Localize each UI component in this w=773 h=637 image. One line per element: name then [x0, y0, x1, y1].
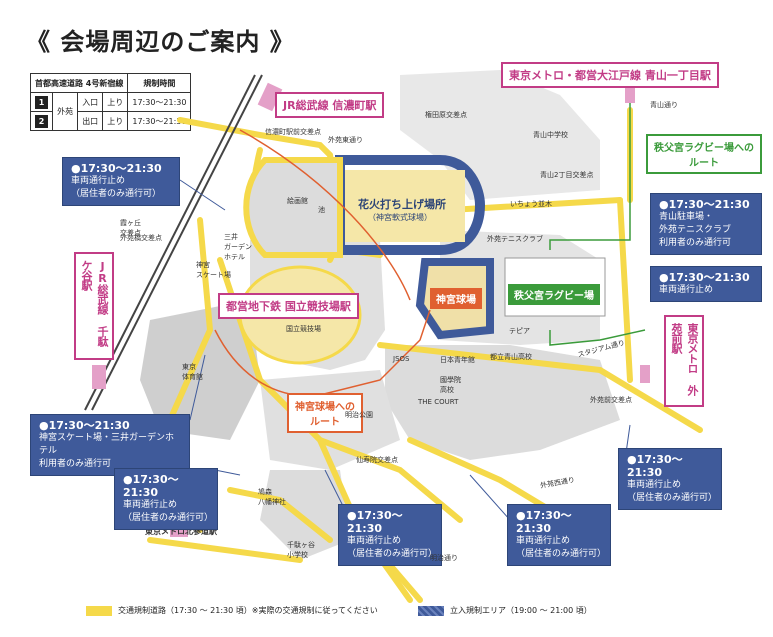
- map-label: 神宮 スケート場: [196, 261, 231, 279]
- notice-box: ●17:30～21:30 車両通行止め （居住者のみ通行可）: [338, 504, 442, 566]
- map-label: 都立青山高校: [490, 353, 532, 361]
- map-label: 東京 体育館: [182, 363, 203, 381]
- notice-box: ●17:30～21:30 車両通行止め （居住者のみ通行可）: [62, 157, 180, 206]
- map-label: 外苑前交差点: [590, 396, 632, 404]
- legend-yellow-text: 交通規制道路（17:30 ～ 21:30 頃）※実際の交通規制に従ってください: [118, 606, 378, 615]
- chichibu-route-label: 秩父宮ラグビー場への ルート: [646, 134, 762, 174]
- notice-time: ●17:30～21:30: [659, 198, 750, 211]
- blue-swatch: [418, 605, 444, 616]
- legend-blue: 立入規制エリア（19:00 ～ 21:00 頃）: [418, 605, 592, 616]
- notice-time: ●17:30～21:30: [39, 419, 130, 432]
- chichibu-label: 秩父宮ラグビー場: [508, 284, 600, 305]
- map-label: 千駄ヶ谷 小学校: [287, 541, 315, 559]
- station-markers: [92, 82, 650, 537]
- map-label: THE COURT: [418, 398, 459, 406]
- map-label: 三井 ガーデン ホテル: [224, 233, 252, 261]
- map-label: 池: [318, 206, 325, 214]
- notice-text: 神宮スケート場・三井ガーデンホテル 利用者のみ通行可: [39, 433, 175, 469]
- jingu-route-label: 神宮球場への ルート: [287, 393, 363, 433]
- notice-text: 車両通行止め （居住者のみ通行可）: [516, 536, 607, 559]
- notice-box: ●17:30～21:30 車両通行止め: [650, 266, 762, 302]
- aoyama-itchome-station: 東京メトロ・都営大江戸線 青山一丁目駅: [501, 62, 719, 88]
- notice-text: 車両通行止め （居住者のみ通行可）: [71, 176, 162, 199]
- regulation-time-header: 規制時間: [127, 73, 192, 93]
- map-label: 権田原交差点: [425, 111, 467, 119]
- notice-time: ●17:30～21:30: [347, 509, 403, 535]
- notice-time: ●17:30～21:30: [123, 473, 179, 499]
- kokuritsu-station: 都営地下鉄 国立競技場駅: [218, 293, 359, 319]
- notice-text: 青山駐車場・ 外苑テニスクラブ 利用者のみ通行可: [659, 212, 732, 248]
- group-cell: 外苑: [52, 92, 79, 131]
- fireworks-sub-label: （神宮軟式球場）: [368, 213, 432, 222]
- chichibu-route-line-south: [549, 329, 646, 346]
- shinanomachi-station: JR総武線 信濃町駅: [275, 92, 385, 118]
- entrance-badge: 1: [35, 95, 49, 109]
- national-stadium-label: 国立競技場: [286, 325, 321, 333]
- sendagaya-station: JR総武線 千駄ケ谷駅: [74, 252, 114, 360]
- notice-text: 車両通行止め （居住者のみ通行可）: [347, 536, 438, 559]
- jingu-route-line-north: [239, 129, 411, 301]
- exit-badge: 2: [35, 114, 49, 128]
- highway-table: 首都高速道路 4号新宿線 規制時間 1 外苑 入口 上り 17:30～21:30…: [29, 73, 192, 131]
- legend-blue-text: 立入規制エリア（19:00 ～ 21:00 頃）: [450, 606, 592, 615]
- map-label: いちょう並木: [510, 200, 552, 208]
- kitasando-station: 東京メトロ北参道駅: [145, 527, 217, 536]
- gaienmae-station: 東京メトロ 外苑前駅: [664, 315, 704, 407]
- legend-yellow: 交通規制道路（17:30 ～ 21:30 頃）※実際の交通規制に従ってください: [86, 605, 378, 616]
- map-label: 外苑橋交差点: [120, 234, 162, 242]
- page-title: 《 会場周辺のご案内 》: [26, 28, 295, 56]
- map-label: 外苑テニスクラブ: [487, 235, 543, 243]
- fireworks-restricted-area: [335, 155, 486, 255]
- chichibu-route-line: [549, 95, 631, 250]
- notice-text: 車両通行止め: [659, 285, 714, 295]
- notice-pointers: [179, 179, 631, 521]
- notice-text: 車両通行止め （居住者のみ通行可）: [123, 500, 214, 523]
- notice-box: ●17:30～21:30 車両通行止め （居住者のみ通行可）: [618, 448, 722, 510]
- map-label: 外苑東通り: [328, 136, 363, 144]
- map-label: テピア: [509, 327, 530, 335]
- notice-time: ●17:30～21:30: [627, 453, 683, 479]
- map-label: 明治公園: [345, 411, 373, 419]
- map-label: 鳩森 八幡神社: [258, 488, 286, 506]
- kaigakan-area: [243, 157, 343, 258]
- map-label: 仙寿院交差点: [356, 456, 398, 464]
- map-label: 明治通り: [430, 554, 458, 562]
- notice-box: ●17:30～21:30 青山駐車場・ 外苑テニスクラブ 利用者のみ通行可: [650, 193, 762, 255]
- jingu-stadium-label: 神宮球場: [430, 288, 482, 309]
- notice-time: ●17:30～21:30: [516, 509, 572, 535]
- yellow-swatch: [86, 605, 112, 616]
- notice-time: ●17:30～21:30: [71, 162, 162, 175]
- dir-cell: 上り: [102, 111, 129, 131]
- notice-box: ●17:30～21:30 車両通行止め （居住者のみ通行可）: [507, 504, 611, 566]
- map-label: 信濃町駅前交差点: [265, 128, 321, 136]
- notice-text: 車両通行止め （居住者のみ通行可）: [627, 480, 718, 503]
- map-label: JSOS: [393, 355, 410, 363]
- map-label: 絵画館: [287, 197, 308, 205]
- notice-box: ●17:30～21:30 神宮スケート場・三井ガーデンホテル 利用者のみ通行可: [30, 414, 190, 476]
- map-label: 國學院 高校: [440, 376, 461, 394]
- jingu-route-line: [214, 309, 431, 397]
- notice-box: ●17:30～21:30 車両通行止め （居住者のみ通行可）: [114, 468, 218, 530]
- fireworks-label: 花火打ち上げ場所: [358, 198, 446, 211]
- notice-time: ●17:30～21:30: [659, 271, 750, 284]
- map-label: 青山中学校: [533, 131, 568, 139]
- map-label: 霞ヶ丘 交差点: [120, 219, 141, 237]
- map-label: 青山通り: [650, 101, 678, 109]
- map-label: 青山2丁目交差点: [540, 171, 594, 179]
- map-label: 日本青年館: [440, 356, 475, 364]
